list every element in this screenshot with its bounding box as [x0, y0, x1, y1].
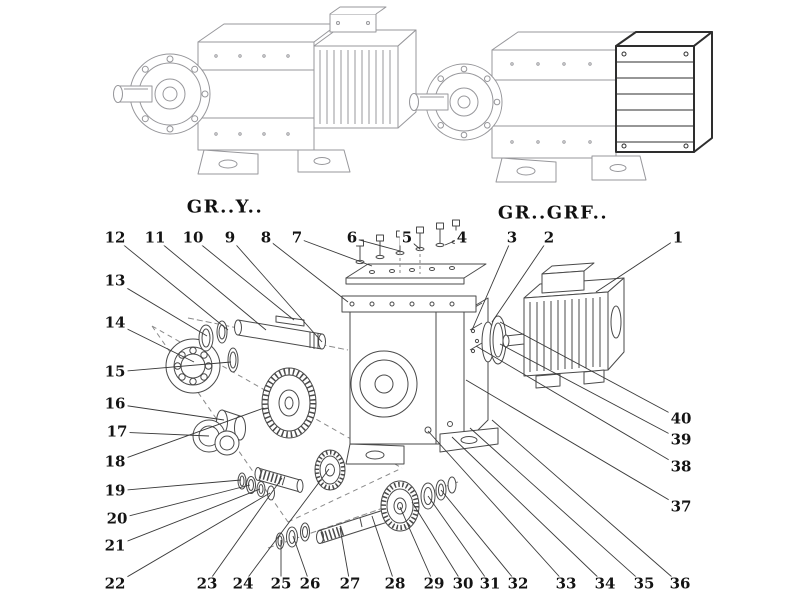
- variant-label-gr-y: GR..Y..: [186, 196, 264, 218]
- callout-21: 21: [102, 536, 128, 555]
- leader-line-20: [116, 484, 251, 520]
- leader-line-14: [114, 322, 195, 363]
- callout-9: 9: [222, 228, 238, 247]
- cover-and-bolts: [345, 219, 487, 285]
- leader-line-17: [116, 431, 210, 437]
- callout-39: 39: [668, 430, 694, 449]
- leader-line-15: [114, 361, 232, 373]
- leader-line-36: [491, 419, 681, 585]
- leader-line-16: [114, 403, 225, 421]
- callout-15: 15: [102, 362, 128, 381]
- leader-line-13: [114, 280, 208, 337]
- callout-29: 29: [421, 574, 447, 593]
- callout-6: 6: [344, 228, 360, 247]
- exploded-view-drawing: [151, 219, 625, 550]
- callout-37: 37: [668, 497, 694, 516]
- callout-7: 7: [289, 228, 305, 247]
- leader-line-8: [265, 237, 349, 303]
- callout-14: 14: [102, 313, 128, 332]
- leader-line-10: [192, 237, 295, 321]
- callout-22: 22: [102, 574, 128, 593]
- callout-5: 5: [399, 228, 415, 247]
- gear-housing: [341, 295, 499, 465]
- callout-40: 40: [668, 409, 694, 428]
- callout-26: 26: [297, 574, 323, 593]
- leader-line-19: [114, 479, 242, 492]
- leader-line-38: [475, 345, 682, 468]
- grf-cover: [615, 31, 713, 153]
- callout-24: 24: [230, 574, 256, 593]
- motor-parts: [470, 262, 625, 389]
- leader-line-9: [229, 237, 323, 343]
- leader-line-32: [440, 489, 519, 585]
- leader-line-27: [339, 527, 351, 585]
- callout-35: 35: [631, 574, 657, 593]
- callout-20: 20: [104, 509, 130, 528]
- leader-line-6: [351, 237, 401, 252]
- callout-18: 18: [102, 452, 128, 471]
- leader-line-31: [427, 495, 491, 585]
- leader-line-2: [491, 237, 550, 323]
- pinion-parts: [237, 449, 346, 501]
- callout-19: 19: [102, 481, 128, 500]
- leader-lines: [114, 237, 682, 585]
- leader-line-21: [114, 488, 261, 547]
- callout-23: 23: [194, 574, 220, 593]
- callout-12: 12: [102, 228, 128, 247]
- callout-33: 33: [553, 574, 579, 593]
- variant-label-gr-grf: GR..GRF..: [497, 202, 609, 224]
- leader-line-23: [206, 477, 283, 585]
- leader-line-40: [499, 321, 682, 420]
- leader-line-35: [469, 427, 645, 585]
- leader-line-3: [471, 237, 513, 331]
- callout-10: 10: [180, 228, 206, 247]
- gearmotor-with-motor-drawing: [113, 6, 417, 175]
- leader-line-37: [465, 379, 682, 508]
- callout-4: 4: [454, 228, 470, 247]
- leader-line-1: [595, 237, 679, 293]
- callout-38: 38: [668, 457, 694, 476]
- callout-8: 8: [258, 228, 274, 247]
- callout-2: 2: [541, 228, 557, 247]
- leader-line-26: [292, 535, 311, 585]
- leader-line-7: [296, 237, 373, 267]
- callout-28: 28: [382, 574, 408, 593]
- callout-3: 3: [504, 228, 520, 247]
- callout-25: 25: [268, 574, 294, 593]
- leader-line-18: [114, 407, 265, 463]
- gearmotor-with-cover-drawing: [409, 31, 713, 183]
- leader-line-34: [451, 436, 606, 585]
- leader-line-29: [399, 506, 435, 585]
- input-shaft-parts: [165, 315, 326, 394]
- callout-13: 13: [102, 271, 128, 290]
- callout-11: 11: [142, 228, 168, 247]
- callout-34: 34: [592, 574, 618, 593]
- leader-line-33: [427, 430, 567, 585]
- callout-17: 17: [104, 422, 130, 441]
- output-shaft-parts: [275, 476, 457, 550]
- callout-31: 31: [477, 574, 503, 593]
- callout-30: 30: [450, 574, 476, 593]
- callout-16: 16: [102, 394, 128, 413]
- callout-32: 32: [505, 574, 531, 593]
- leader-line-24: [242, 468, 330, 585]
- leader-line-11: [154, 237, 267, 331]
- leader-line-28: [371, 515, 396, 585]
- callout-27: 27: [337, 574, 363, 593]
- callout-36: 36: [667, 574, 693, 593]
- leader-line-39: [499, 343, 682, 441]
- callout-1: 1: [670, 228, 686, 247]
- leader-line-30: [411, 501, 464, 585]
- leader-line-12: [114, 237, 229, 331]
- leader-line-22: [114, 492, 271, 585]
